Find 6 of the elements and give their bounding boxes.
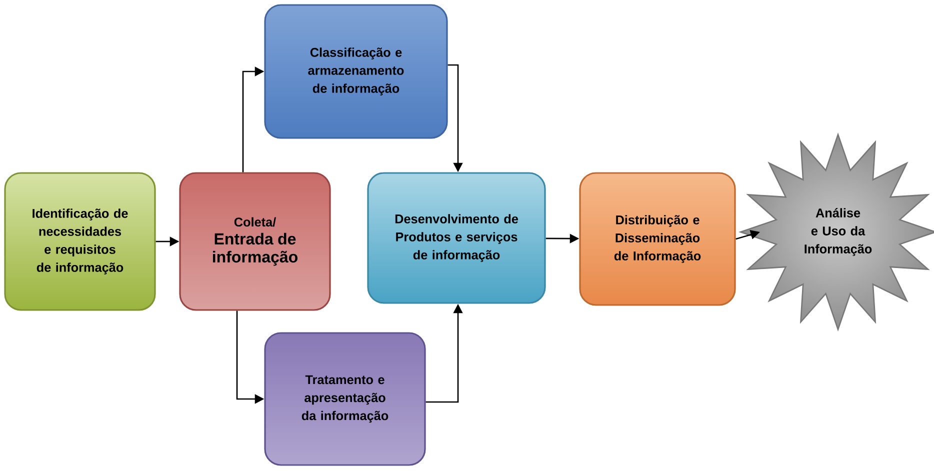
process-box: Tratamento e apresentação da informação — [264, 332, 426, 466]
process-box: Classificação e armazenamento de informação — [264, 4, 448, 139]
process-box: Identificação de necessidades e requisitos de informação — [4, 172, 156, 311]
process-box: Distribuição e Disseminação de Informação — [579, 172, 736, 306]
process-box: Coleta/ Entrada de informação — [179, 172, 331, 311]
process-box: Desenvolvimento de Produtos e serviços de informação — [367, 172, 546, 304]
